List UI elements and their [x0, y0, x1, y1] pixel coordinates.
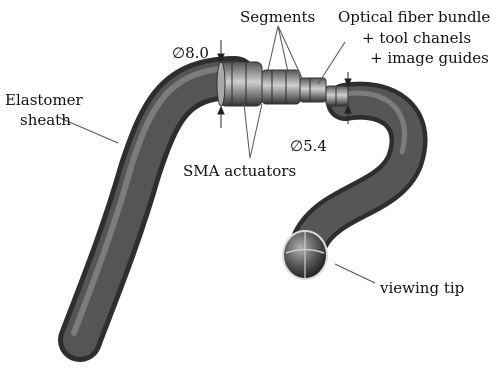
label-diameter-small: ∅5.4: [290, 137, 327, 155]
viewing-tip: [283, 231, 327, 279]
label-optical-line2: + tool chanels: [362, 29, 471, 47]
label-elastomer-line2: sheath: [20, 111, 71, 129]
label-elastomer-line1: Elastomer: [5, 91, 84, 109]
label-diameter-large: ∅8.0: [172, 44, 209, 62]
label-optical-line3: + image guides: [370, 49, 489, 67]
elastomer-sheath-right: [310, 93, 409, 240]
label-optical-line1: Optical fiber bundle: [338, 8, 490, 26]
label-segments: Segments: [240, 8, 315, 26]
elastomer-sheath-left: [74, 68, 235, 340]
label-sma-actuators: SMA actuators: [183, 162, 296, 180]
label-viewing-tip: viewing tip: [379, 279, 464, 297]
